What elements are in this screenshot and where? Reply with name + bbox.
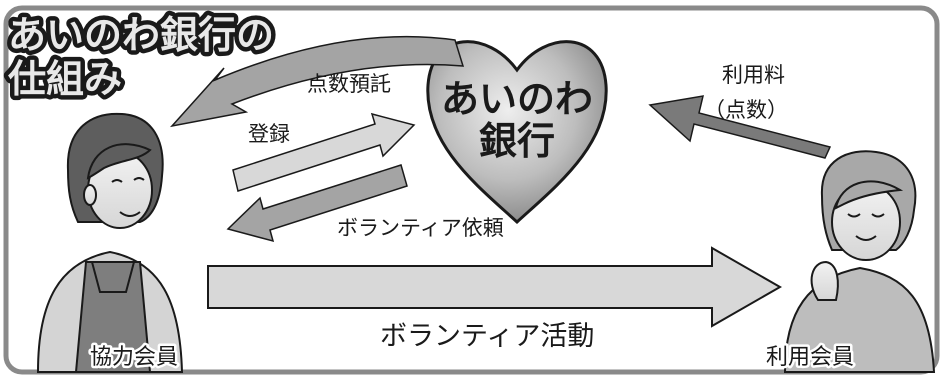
volunteer-activity-arrow [207, 246, 783, 328]
title-line-1: あいのわ銀行の [8, 13, 274, 57]
volunteer-request-arrow [226, 164, 408, 243]
volunteer-activity-label: ボランティア活動 [380, 321, 594, 352]
cooperator-member-label: 協力会員 [90, 345, 178, 370]
points-deposit-arrow [169, 35, 465, 128]
register-label: 登録 [248, 122, 290, 146]
volunteer-request-label: ボランティア依頼 [337, 216, 504, 240]
cooperator-member-figure [36, 112, 184, 373]
title-line-2: 仕組み [8, 57, 122, 101]
points-deposit-label: 点数預託 [307, 72, 391, 96]
register-arrow [232, 112, 416, 192]
usage-fee-arrow [648, 95, 832, 159]
bank-heart: あいのわ 銀行 [426, 40, 608, 225]
usage-fee-label-line-2: （点数） [704, 98, 788, 122]
usage-fee-label-line-1: 利用料 [722, 63, 785, 87]
bank-name-line-1: あいのわ [441, 77, 593, 121]
title-badge: あいのわ銀行の 仕組み [4, 9, 279, 106]
user-member-label: 利用会員 [766, 345, 854, 370]
bank-name-line-2: 銀行 [479, 119, 555, 163]
user-member-figure [783, 150, 936, 373]
